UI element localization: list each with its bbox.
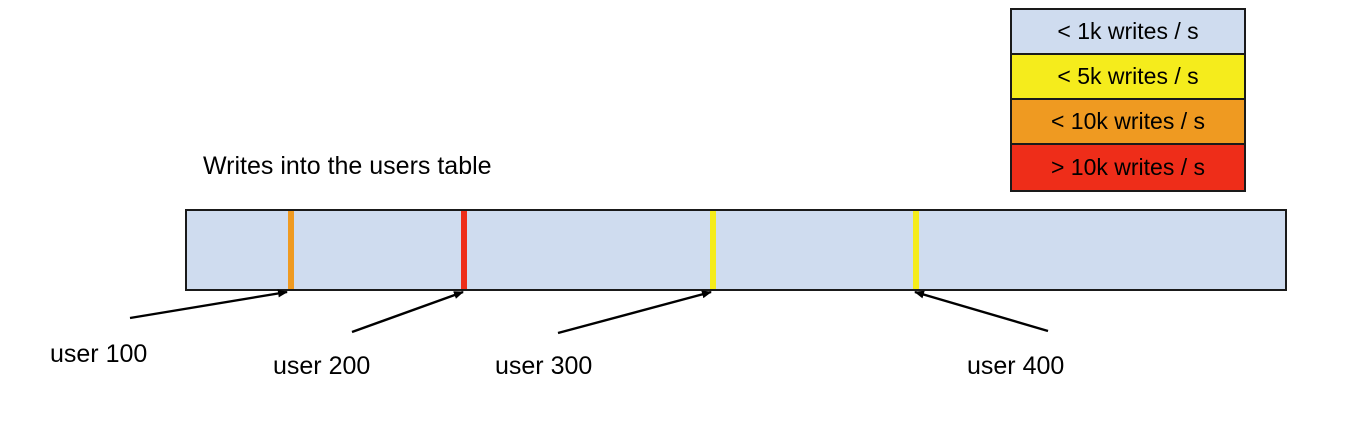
- legend-row-under-1k: < 1k writes / s: [1012, 10, 1244, 55]
- marker-user-300: [710, 211, 716, 289]
- legend-label-under-10k: < 10k writes / s: [1050, 108, 1206, 134]
- users-table-bar: [185, 209, 1287, 291]
- marker-user-100: [288, 211, 294, 289]
- legend-label-under-5k: < 5k writes / s: [1057, 63, 1199, 89]
- marker-user-200: [461, 211, 467, 289]
- legend-label-under-1k: < 1k writes / s: [1057, 18, 1199, 44]
- legend: < 1k writes / s < 5k writes / s < 10k wr…: [1010, 8, 1246, 192]
- legend-row-under-5k: < 5k writes / s: [1012, 55, 1244, 100]
- arrow-user-400: [914, 290, 1049, 333]
- label-user-400: user 400: [967, 352, 1065, 380]
- label-user-300: user 300: [495, 352, 593, 380]
- label-user-100: user 100: [50, 340, 148, 368]
- legend-row-over-10k: > 10k writes / s: [1012, 145, 1244, 190]
- arrow-user-300: [557, 290, 712, 335]
- label-user-200: user 200: [273, 352, 371, 380]
- legend-label-over-10k: > 10k writes / s: [1050, 154, 1206, 180]
- arrow-user-200: [351, 290, 464, 334]
- bar-title: Writes into the users table: [203, 152, 492, 180]
- arrow-user-100: [129, 289, 288, 320]
- marker-user-400: [913, 211, 919, 289]
- legend-row-under-10k: < 10k writes / s: [1012, 100, 1244, 145]
